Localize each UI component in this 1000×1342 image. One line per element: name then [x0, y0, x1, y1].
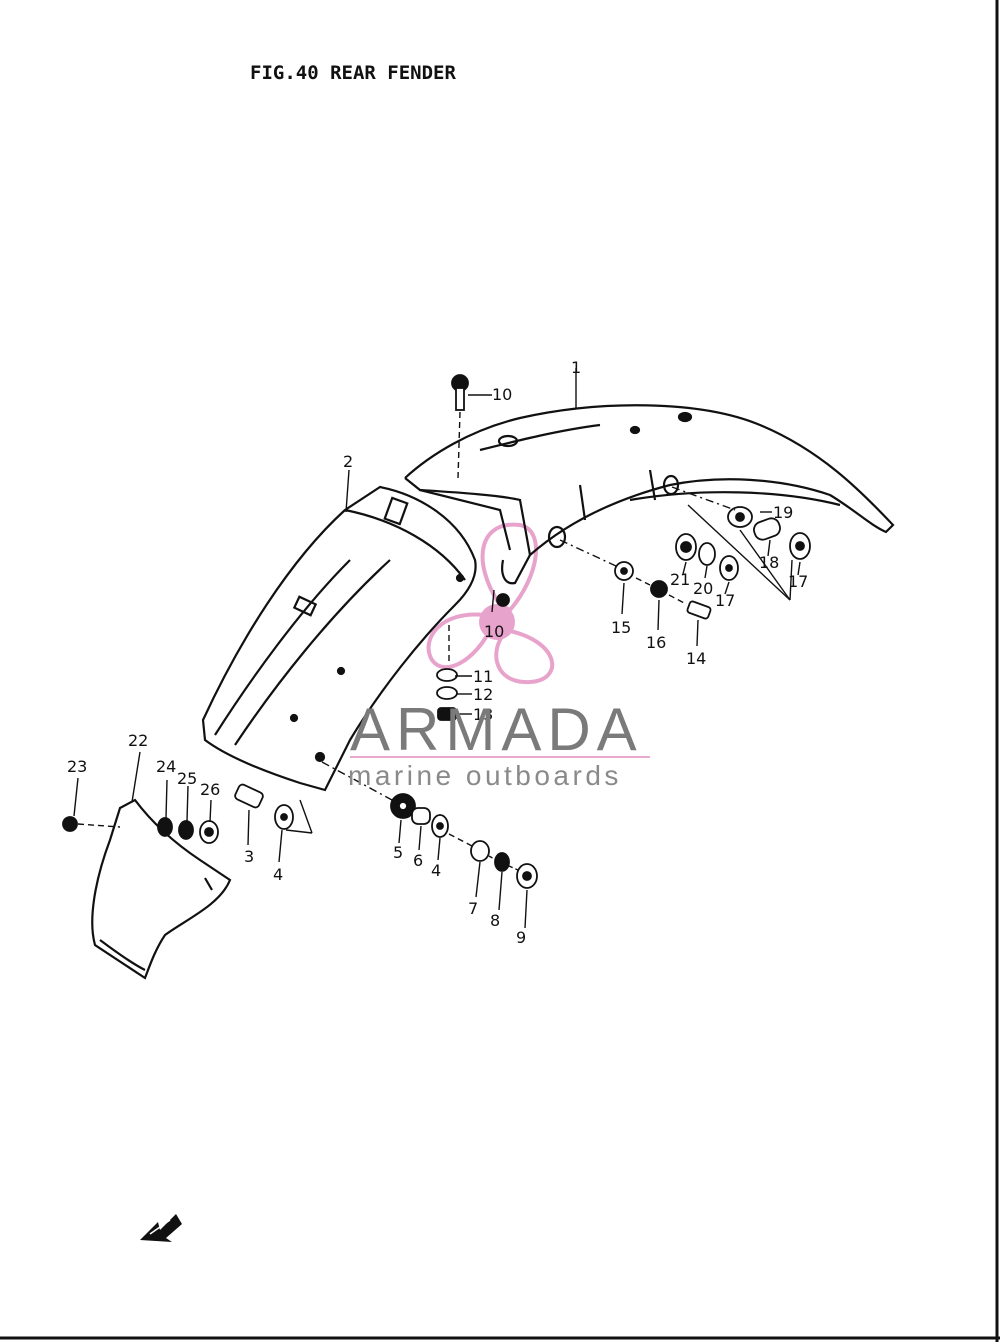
callout-18: 18: [759, 553, 779, 572]
callout-3: 3: [244, 847, 254, 866]
watermark-tagline: marine outboards: [348, 760, 622, 791]
callout-15: 15: [611, 618, 631, 637]
callout-19: 19: [773, 503, 793, 522]
callout-21: 21: [670, 570, 690, 589]
callout-17-right: 17: [788, 572, 808, 591]
watermark-divider: [350, 756, 650, 758]
callout-4-left: 4: [273, 865, 283, 884]
callout-22: 22: [128, 731, 148, 750]
callout-6: 6: [413, 851, 423, 870]
front-arrow-icon: [140, 1214, 182, 1242]
callout-13: 13: [473, 705, 493, 724]
callout-25: 25: [177, 769, 197, 788]
part-1-main-fender: [404, 404, 895, 585]
watermark-brand: ARMADA: [350, 696, 643, 763]
callout-20: 20: [693, 579, 713, 598]
part-22-mud-flap: [91, 798, 232, 980]
callout-23: 23: [67, 757, 87, 776]
callout-24: 24: [156, 757, 176, 776]
callout-2: 2: [343, 452, 353, 471]
callout-9: 9: [516, 928, 526, 947]
callout-17-left: 17: [715, 591, 735, 610]
callout-12: 12: [473, 685, 493, 704]
callout-1: 1: [571, 358, 581, 377]
hardware-parts: [62, 374, 811, 889]
callout-11: 11: [473, 667, 493, 686]
callout-16: 16: [646, 633, 666, 652]
callout-4-right: 4: [431, 861, 441, 880]
part-2-fender-extension: [201, 485, 477, 792]
callout-10-mid: 10: [484, 622, 504, 641]
callout-14: 14: [686, 649, 706, 668]
propeller-icon: [426, 522, 555, 685]
leader-lines: [73, 368, 801, 929]
figure-title: FIG.40 REAR FENDER: [250, 62, 456, 84]
callout-labels: 1 2 3 4 4 5 6 7 8 9 10 10 11 12 13 14 15…: [67, 358, 808, 947]
callout-8: 8: [490, 911, 500, 930]
callout-26: 26: [200, 780, 220, 799]
callout-10-top: 10: [492, 385, 512, 404]
callout-7: 7: [468, 899, 478, 918]
callout-5: 5: [393, 843, 403, 862]
